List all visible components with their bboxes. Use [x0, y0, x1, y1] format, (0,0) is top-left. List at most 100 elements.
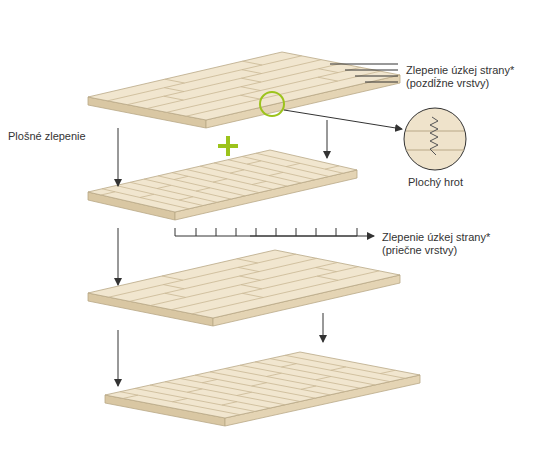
board-layer	[105, 352, 420, 426]
plank-line	[116, 186, 203, 206]
plank-joint	[242, 61, 262, 65]
leader-line	[284, 110, 402, 129]
plank-joint	[325, 166, 339, 169]
glue-label: Plošné zlepenie	[8, 130, 108, 143]
plank-joint	[157, 185, 171, 188]
plank-joint	[163, 285, 184, 289]
plank-line	[130, 182, 217, 202]
plank-joint	[174, 176, 188, 179]
plank-joint	[240, 95, 260, 99]
plank-joint	[316, 267, 337, 271]
plank-joint	[240, 276, 261, 280]
plank-joint	[238, 267, 259, 271]
plank-joint	[165, 293, 186, 297]
plank-joint	[252, 181, 266, 184]
finger-joint-detail	[404, 108, 466, 170]
plank-line	[200, 166, 287, 186]
board-layer	[88, 52, 400, 128]
plus-symbol	[218, 136, 238, 156]
board-layer	[88, 250, 400, 326]
plank-line	[242, 156, 329, 176]
plank-joint	[286, 163, 300, 166]
plank-joint	[164, 96, 184, 100]
plank-line	[120, 392, 240, 415]
plank-joint	[252, 383, 267, 386]
plank-line	[180, 378, 300, 401]
plank-joint	[241, 285, 262, 289]
plank-joint	[317, 276, 338, 280]
board-top	[88, 150, 357, 212]
plank-joint	[237, 259, 258, 263]
plank-line	[255, 362, 375, 385]
plank-joint	[301, 386, 316, 389]
board-layers	[88, 52, 420, 426]
plank-line	[186, 169, 273, 189]
plank-joint	[165, 79, 185, 83]
plank-line	[285, 355, 405, 378]
glue-label: Zlepenie úzkej strany* (pozdĺžne vrstvy)	[406, 64, 534, 90]
plank-joint	[172, 398, 187, 401]
plank-line	[186, 71, 380, 116]
plank-joint	[123, 395, 138, 398]
highlight-circle	[260, 92, 284, 116]
plank-joint	[202, 379, 217, 382]
plank-joint	[241, 87, 261, 91]
detail-label: Plochý hrot	[408, 176, 498, 189]
plank-line	[147, 64, 341, 109]
plank-joint	[316, 376, 331, 379]
plank-line	[108, 56, 302, 101]
plank-line	[192, 271, 379, 314]
plank-joint	[162, 276, 183, 280]
plank-line	[144, 179, 231, 199]
plank-joint	[196, 188, 210, 191]
plank-joint	[213, 179, 227, 182]
plank-line	[150, 385, 270, 408]
plank-line	[195, 375, 315, 398]
plank-joint	[269, 172, 283, 175]
plank-joint	[242, 293, 263, 297]
board-top	[88, 250, 400, 318]
board-layer	[88, 150, 357, 220]
plank-line	[165, 382, 285, 405]
plank-line	[151, 263, 338, 306]
plank-joint	[237, 392, 252, 395]
board-top	[105, 352, 420, 418]
plank-joint	[242, 70, 262, 74]
plank-joint	[101, 192, 115, 195]
plank-line	[158, 176, 245, 196]
plank-joint	[230, 170, 244, 173]
stack-arrows	[118, 120, 327, 386]
board-top	[88, 52, 400, 120]
plank-line	[210, 372, 330, 395]
plank-joint	[222, 402, 237, 405]
plank-joint	[281, 364, 296, 367]
plank-line	[172, 173, 259, 193]
plank-joint	[318, 69, 338, 73]
plank-line	[135, 388, 255, 411]
plank-line	[102, 189, 189, 209]
plank-line	[228, 160, 315, 180]
plank-line	[256, 153, 343, 173]
plank-line	[127, 60, 321, 105]
plank-joint	[140, 194, 154, 197]
plank-joint	[179, 197, 193, 200]
plank-joint	[267, 373, 282, 376]
plank-joint	[187, 389, 202, 392]
plank-line	[109, 254, 296, 297]
plank-line	[171, 267, 358, 310]
plank-joint	[318, 77, 338, 81]
plank-joint	[380, 370, 395, 373]
plank-joint	[241, 78, 261, 82]
plank-line	[167, 67, 361, 112]
plank-line	[130, 258, 317, 301]
plank-joint	[164, 88, 184, 92]
glue-label: Zlepenie úzkej strany* (priečne vrstvy)	[382, 231, 532, 257]
edge-glue-bracket	[175, 228, 374, 236]
plank-joint	[331, 367, 346, 370]
plank-line	[214, 163, 301, 183]
plank-line	[240, 365, 360, 388]
plank-line	[225, 369, 345, 392]
plank-joint	[247, 161, 261, 164]
pressure-lines	[330, 64, 398, 82]
